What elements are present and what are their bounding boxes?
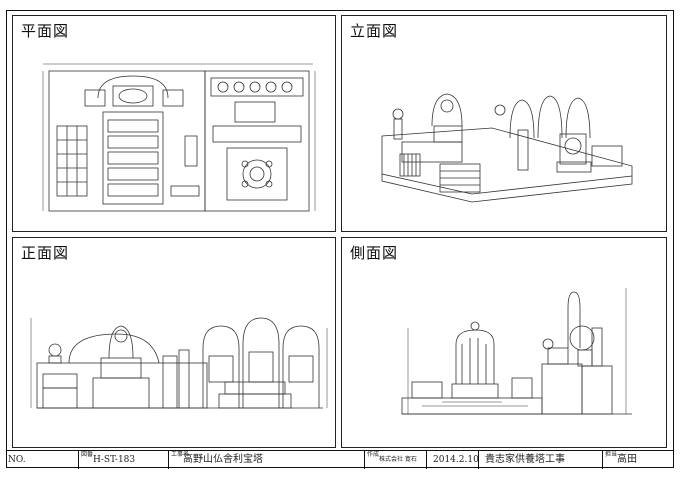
project-name: 高野山仏舎利宝塔 [183,454,263,465]
drawing-sheet [6,10,674,468]
plan-view-drawing [42,63,316,212]
plan-view-title: 平面図 [21,22,70,40]
drawing-date: 2014.2.10 [433,455,479,465]
elevation-view-title: 立面図 [350,22,399,40]
drawing-code: H-ST-183 [93,455,136,465]
work-title: 貴志家供養塔工事 [485,454,565,465]
company-name: 株式会社 寛石 [379,456,417,463]
title-block: NO. 図番 H-ST-183 工事名 高野山仏舎利宝塔 作成 株式会社 寛石 … [6,450,674,469]
side-view-title: 側面図 [350,244,399,262]
side-view-drawing [401,288,632,415]
date-cell: 2014.2.10 [426,451,479,469]
front-view-title: 正面図 [21,244,70,262]
front-view-drawing [30,317,328,409]
name-cell: 工事名 高野山仏舎利宝塔 [168,451,364,469]
author-cell: 担当 高田 [602,451,674,469]
author-name: 高田 [617,454,637,465]
front-view-panel: 正面図 [12,237,336,448]
code-cell: 図番 H-ST-183 [78,451,168,469]
elevation-view-drawing [381,93,633,203]
plan-view-panel: 平面図 [12,15,336,232]
elevation-view-panel: 立面図 [341,15,667,232]
no-cell: NO. [8,455,26,465]
work-cell: 貴志家供養塔工事 [478,451,602,469]
side-view-panel: 側面図 [341,237,667,448]
company-cell: 作成 株式会社 寛石 [364,451,426,469]
